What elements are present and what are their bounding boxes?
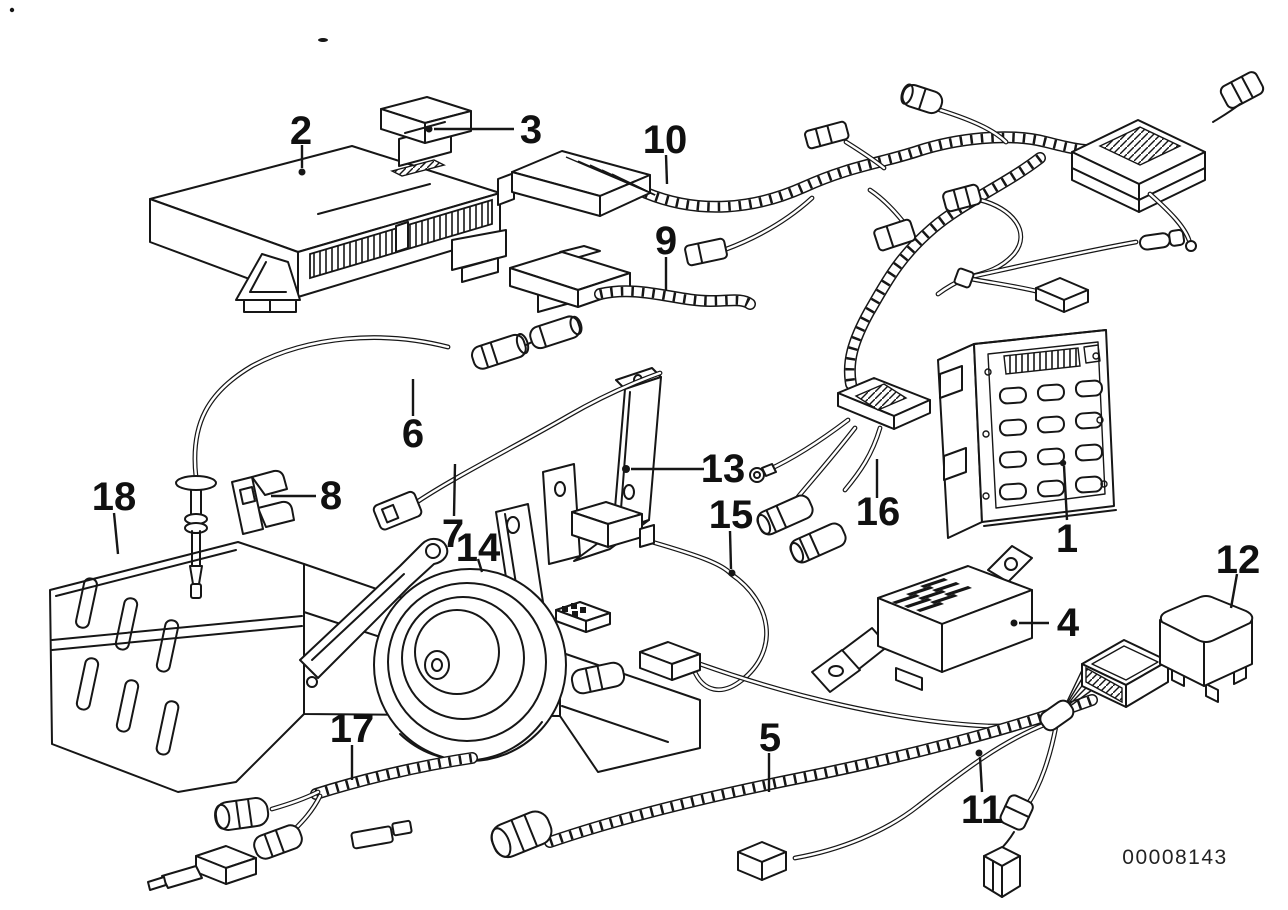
callout-16[interactable]: 16 [856,490,901,534]
part-16-branch-lead [749,377,931,564]
part-7-cable-lead [372,373,660,531]
callout-12[interactable]: 12 [1216,538,1261,582]
callout-labels: 1 2 3 4 5 6 7 8 9 10 11 12 13 14 15 16 1… [92,108,1261,832]
plunger-sensor [175,475,217,599]
callout-5[interactable]: 5 [759,716,781,760]
keypad-buttons [998,379,1103,501]
horn-siren [373,568,567,762]
part-1-alarm-keypad-unit [937,329,1117,539]
harness-ribbon-connector [1071,119,1206,213]
callout-3[interactable]: 3 [520,108,542,152]
callout-7[interactable]: 7 [442,512,464,556]
callout-17[interactable]: 17 [330,707,375,751]
callout-2[interactable]: 2 [290,109,312,153]
part-5-wiring-lead [490,700,1092,859]
horn-arm-bracket [299,538,449,679]
callout-6[interactable]: 6 [402,412,424,456]
part-4-relay-module [811,545,1033,693]
part-17-horn-lead [147,758,472,891]
scan-specks [9,7,328,42]
callout-leader-lines [112,125,1239,793]
callout-13[interactable]: 13 [701,447,746,491]
part-3-connector-plug [380,96,472,167]
callout-1[interactable]: 1 [1056,517,1078,561]
callout-8[interactable]: 8 [320,474,342,518]
drawing-number: 00008143 [1122,846,1227,869]
part-8-retaining-clip [231,469,295,535]
callout-15[interactable]: 15 [709,493,754,537]
horn-connector-multipin [555,601,611,633]
callout-9[interactable]: 9 [655,219,677,263]
part-12-relay [1159,595,1254,703]
part-10-main-wiring-harness [497,71,1265,384]
part-15-switch-lead [570,501,1060,726]
part-11-harness-with-connectors [737,639,1169,898]
part-6-sensor-cable [175,315,583,599]
part-9-adapter-lead [509,245,750,313]
harness-main-connector [497,150,656,217]
callout-18[interactable]: 18 [92,475,137,519]
callout-14[interactable]: 14 [456,526,501,570]
callout-10[interactable]: 10 [643,118,688,162]
callout-4[interactable]: 4 [1057,601,1080,645]
harness-branch-cluster [938,183,1186,313]
callout-11[interactable]: 11 [961,788,1003,832]
part-2-control-module [149,145,507,313]
corner-connector [1219,71,1265,109]
